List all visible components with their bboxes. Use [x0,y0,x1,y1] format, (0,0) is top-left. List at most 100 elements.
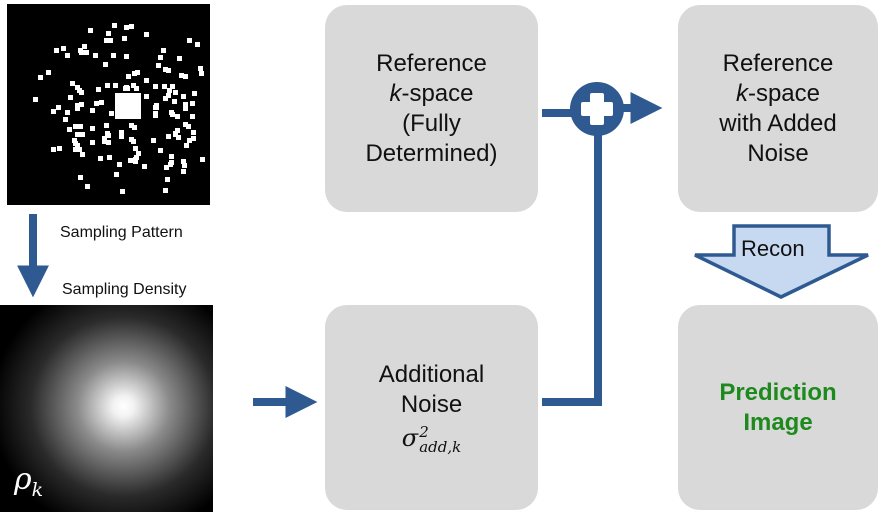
sampling-dot [179,73,184,78]
sampling-dot [88,28,93,33]
sampling-dot [190,114,195,119]
sampling-dot [119,134,124,139]
noisy-box-line1: Reference [722,49,834,77]
sampling-dot [72,138,77,143]
sampling-dot [175,114,180,119]
sampling-dot [134,86,139,91]
noise-box-line2: Noise [400,391,463,419]
sampling-dot [136,151,141,156]
noise-box-line1: Additional [378,361,485,389]
sampling-dot [102,136,107,141]
sampling-dot [108,38,113,43]
sampling-dot [104,123,109,128]
sampling-dot [75,85,80,90]
sampling-pattern-label: Sampling Pattern [60,224,183,241]
sampling-dot [182,163,187,168]
sampling-dot [129,123,134,128]
sampling-dot [75,103,80,108]
sampling-dot [65,53,70,58]
sampling-dot [166,93,171,98]
sampling-dot [78,124,83,129]
sampling-center-square [115,93,141,119]
sampling-dot [114,172,119,177]
reference-box-line3: (Fully [402,109,461,137]
sampling-dot [153,84,158,89]
sampling-dot [75,132,80,137]
sampling-dot [75,106,80,111]
prediction-box-line2: Image [743,408,813,436]
sampling-dot [163,96,168,101]
sampling-dot [198,66,203,71]
sampling-dot [167,88,172,93]
sampling-dot [109,111,114,116]
sampling-dot [200,157,205,162]
sampling-dot [122,36,127,41]
sampling-dot [80,132,85,137]
sampling-dot [153,111,158,116]
sampling-dot [190,101,195,106]
sampling-dot [133,157,138,162]
sampling-dot [65,110,70,115]
sampling-dot [77,88,82,93]
sampling-dot [46,70,51,75]
sampling-dot [195,42,200,47]
sampling-dot [90,126,95,131]
sampling-dot [111,53,116,58]
sampling-dot [175,128,180,133]
sampling-dot [105,83,110,88]
sampling-dot [165,177,170,182]
sampling-dot [106,140,111,145]
sampling-dot [117,162,122,167]
sampling-dot [161,48,166,53]
sampling-dot [94,101,99,106]
noisy-box-line3: with Added [719,109,837,137]
sampling-dot [184,143,189,148]
sampling-dot [162,84,167,89]
sampling-dot [104,38,109,43]
sampling-dot [170,84,175,89]
sampling-dot [192,91,197,96]
sampling-dot [70,81,75,86]
sampling-dot [144,32,149,37]
sampling-dot [84,50,89,55]
sampling-dot [154,105,159,110]
sampling-dot [183,74,188,79]
density-symbol: ρk [14,462,44,501]
sampling-dot [33,97,38,102]
noise-to-plus-connector [542,130,602,406]
sampling-dot [183,106,188,111]
sampling-dot [85,184,90,189]
sampling-dot [181,159,186,164]
recon-arrow [694,224,869,299]
sampling-dot [183,102,188,107]
sampling-density-image [0,305,213,512]
noisy-kspace-box: Reference k-space with Added Noise [678,5,878,212]
sampling-dot [170,112,175,117]
sampling-dot [142,164,147,169]
sampling-dot [106,133,111,138]
sampling-dot [169,160,174,165]
sampling-dot [96,87,101,92]
sampling-dot [73,124,78,129]
sampling-dot [158,148,163,153]
sampling-dot [79,102,84,107]
sampling-dot [78,175,83,180]
sampling-dot [163,188,168,193]
sampling-dot [151,138,156,143]
sampling-dot [119,130,124,135]
sampling-dot [135,70,140,75]
sampling-dot [93,53,98,58]
sampling-dot [102,139,107,144]
sampling-dot [132,71,137,76]
reference-box-line1: Reference [376,49,487,77]
sampling-dot [124,25,129,30]
sampling-dot [61,46,66,51]
sampling-dot [63,117,68,122]
sampling-dot [126,74,131,79]
sampling-dot [90,108,95,113]
sampling-density-label: Sampling Density [62,281,187,298]
sampling-dot [191,136,196,141]
sampling-dot [129,24,134,29]
sampling-dot [51,109,56,114]
sampling-dot [103,62,108,67]
